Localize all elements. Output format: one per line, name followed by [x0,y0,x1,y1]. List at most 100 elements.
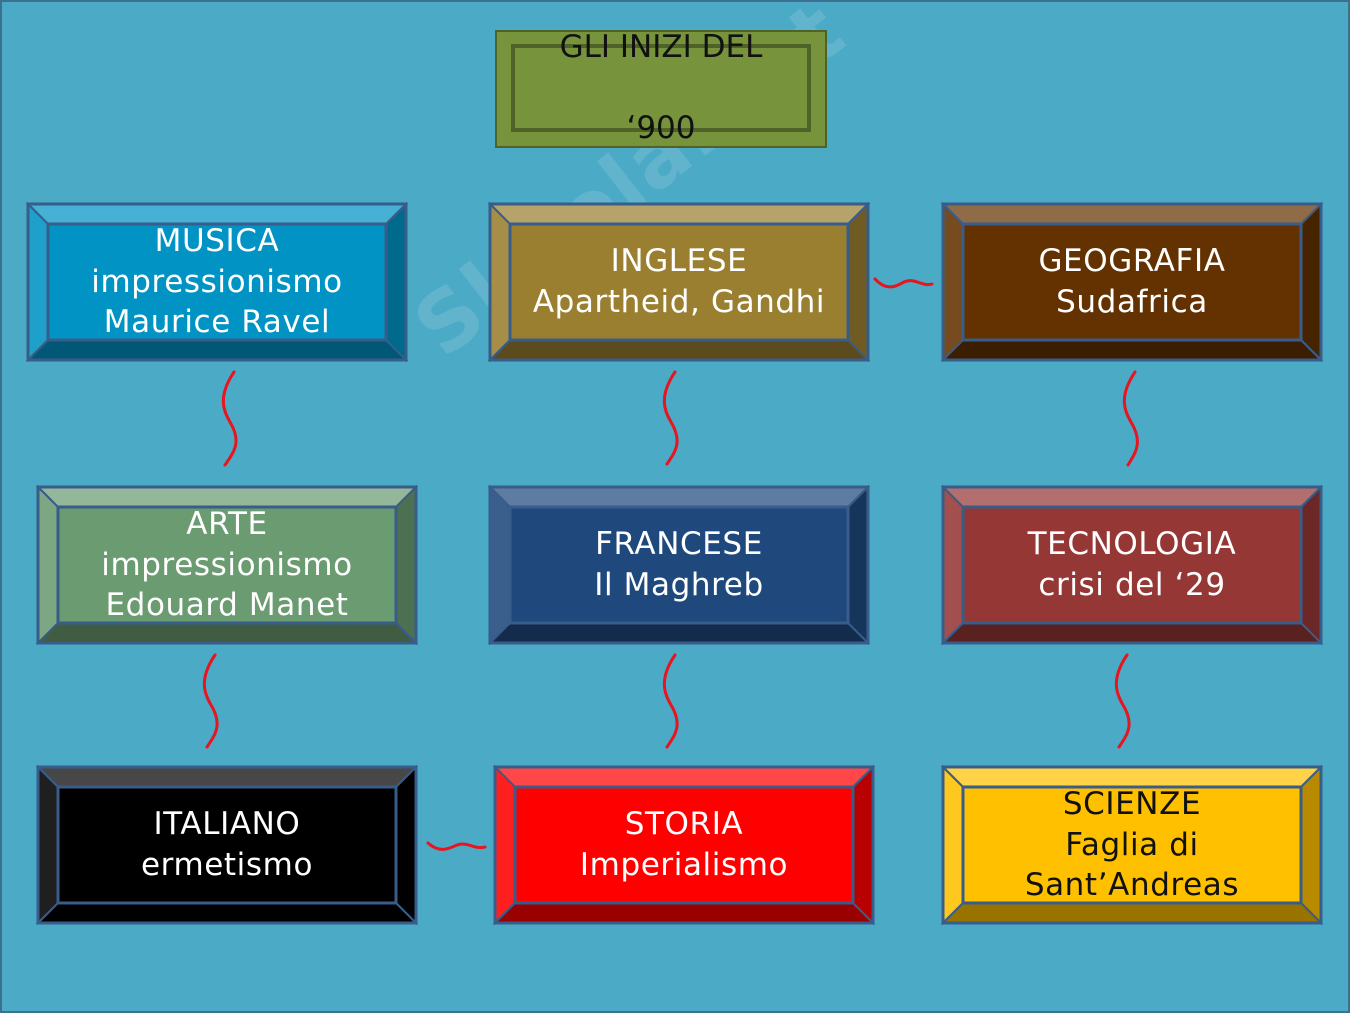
box-scienze-bevel-right [1300,764,1322,926]
box-inglese-bevel-bottom [487,339,871,361]
box-tecnologia-bevel-right [1300,484,1322,646]
box-musica-topic: impressionismo [91,263,343,300]
box-italiano-bevel-bottom [35,902,419,924]
box-italiano-outline [36,765,418,925]
box-storia-bevel-bottom [492,902,876,924]
box-storia-subject: STORIA [624,806,744,843]
connector-francese-storia [662,653,679,749]
box-geografia-outline [941,202,1323,362]
box-scienze-outline [941,765,1323,925]
box-musica-bevel-frame [25,201,409,363]
box-tecnologia: TECNOLOGIA crisi del ‘29 [940,484,1324,646]
box-italiano-bevel-top [35,766,419,788]
box-tecnologia-bevel-left [942,484,964,646]
box-francese-outline [488,485,870,645]
box-scienze-bevel-frame [940,764,1324,926]
box-italiano-label: ITALIANO ermetismo [58,787,396,903]
box-tecnologia-face [961,505,1303,625]
box-inglese-topic: Apartheid, Gandhi [532,284,826,320]
box-francese-bevel-right [847,484,869,646]
box-arte-bevel-frame [35,484,419,646]
box-inglese-bevel-frame [487,201,871,363]
box-inglese: INGLESE Apartheid, Gandhi [487,201,871,363]
box-italiano: ITALIANO ermetismo [35,764,419,926]
box-musica-outline [26,202,408,362]
box-arte: ARTE impressionismo Edouard Manet [35,484,419,646]
box-geografia-bevel-top [940,203,1324,225]
box-storia-topic: Imperialismo [579,847,789,883]
box-francese: FRANCESE Il Maghreb [487,484,871,646]
box-italiano-bevel-right [395,764,417,926]
box-storia-bevel-left [494,764,516,926]
box-italiano-face [56,785,398,905]
box-tecnologia-outline [941,485,1323,645]
box-musica: MUSICA impressionismo Maurice Ravel [25,201,409,363]
box-arte-bevel-right [395,484,417,646]
box-inglese-bevel-left [489,201,511,363]
box-francese-face [508,505,850,625]
title-line-1: GLI INIZI DEL [559,28,763,65]
box-tecnologia-bevel-frame [940,484,1324,646]
box-scienze-subject: SCIENZE [1062,785,1202,822]
box-geografia-bevel-right [1300,201,1322,363]
box-scienze-label: SCIENZE Faglia di Sant’Andreas [963,779,1301,911]
box-francese-topic: Il Maghreb [594,567,764,603]
box-scienze: SCIENZE Faglia di Sant’Andreas [940,764,1324,926]
connector-musica-arte [221,370,238,467]
box-tecnologia-bevel-bottom [940,622,1324,644]
box-tecnologia-subject: TECNOLOGIA [1027,526,1237,563]
box-inglese-label: INGLESE Apartheid, Gandhi [510,224,848,340]
box-francese-bevel-left [489,484,511,646]
box-inglese-face [508,222,850,342]
box-geografia: GEOGRAFIA Sudafrica [940,201,1324,363]
box-francese-bevel-top [487,486,871,508]
box-musica-subject: MUSICA [154,222,280,259]
box-geografia-bevel-left [942,201,964,363]
box-francese-label: FRANCESE Il Maghreb [510,507,848,623]
box-francese-subject: FRANCESE [595,526,763,563]
box-inglese-bevel-right [847,201,869,363]
box-arte-topic: impressionismo [101,546,353,583]
box-musica-detail: Maurice Ravel [103,304,331,341]
box-inglese-bevel-top [487,203,871,225]
box-italiano-subject: ITALIANO [153,806,301,843]
box-scienze-face [961,785,1303,905]
box-italiano-bevel-frame [35,764,419,926]
connector-geografia-tecnologia [1122,370,1139,467]
box-arte-outline [36,485,418,645]
title-inner-frame: GLI INIZI DEL ‘900 [511,29,811,146]
box-geografia-subject: GEOGRAFIA [1038,243,1226,280]
box-storia-label: STORIA Imperialismo [515,787,853,903]
box-storia-bevel-top [492,766,876,788]
box-italiano-topic: ermetismo [140,847,314,883]
box-inglese-outline [488,202,870,362]
box-arte-face [56,505,398,625]
box-musica-face [46,222,388,342]
box-musica-bevel-left [27,201,49,363]
connector-italiano-storia [426,841,487,851]
connector-arte-italiano [202,653,219,749]
connector-inglese-geografia [873,277,934,289]
connector-inglese-francese [662,370,679,466]
box-storia-bevel-frame [492,764,876,926]
box-geografia-topic: Sudafrica [1056,284,1208,320]
box-geografia-face [961,222,1303,342]
box-italiano-bevel-left [37,764,59,926]
box-arte-subject: ARTE [186,505,268,542]
box-francese-bevel-frame [487,484,871,646]
box-storia-outline [493,765,875,925]
box-geografia-bevel-bottom [940,339,1324,361]
box-inglese-subject: INGLESE [610,243,748,280]
title-line-2: ‘900 [626,110,696,147]
box-musica-bevel-right [385,201,407,363]
connector-tecnologia-scienze [1114,653,1131,749]
box-scienze-topic: Faglia di [1065,826,1199,863]
box-arte-detail: Edouard Manet [105,587,349,624]
box-storia: STORIA Imperialismo [492,764,876,926]
box-scienze-detail: Sant’Andreas [1024,867,1240,904]
box-arte-label: ARTE impressionismo Edouard Manet [58,499,396,631]
box-tecnologia-bevel-top [940,486,1324,508]
box-tecnologia-topic: crisi del ‘29 [1038,567,1226,603]
box-tecnologia-label: TECNOLOGIA crisi del ‘29 [963,507,1301,623]
